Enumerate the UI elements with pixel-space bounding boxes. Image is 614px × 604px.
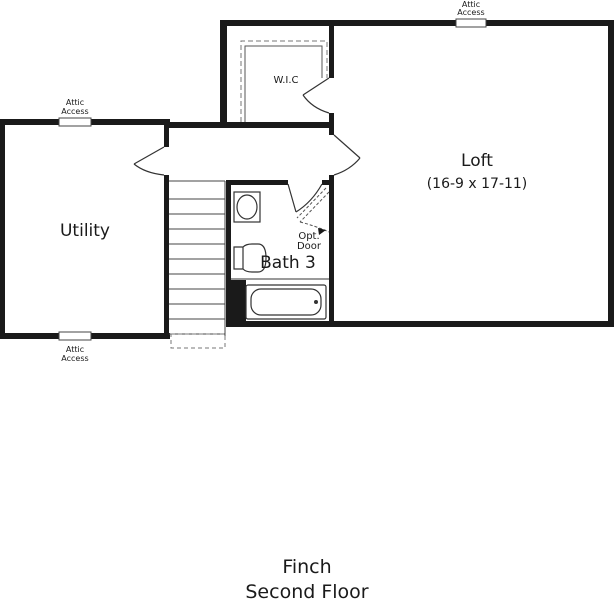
attic-mark-top	[455, 18, 487, 28]
stairs	[169, 180, 226, 340]
wic-door-leaf	[302, 77, 330, 96]
wall-hall-top	[165, 122, 334, 128]
attic-utility-bottom-line2: Access	[61, 354, 88, 363]
utility-door-leaf	[133, 146, 165, 165]
bath-door-leaf	[287, 183, 297, 213]
wall-bath-top	[226, 180, 288, 185]
sink-icon	[233, 191, 261, 223]
wall-bath-pier	[226, 280, 246, 327]
wall-loft-bottom	[329, 321, 614, 327]
wall-bath-bottom	[226, 321, 334, 327]
loft-dimensions: (16-9 x 17-11)	[427, 176, 528, 192]
wall-loft-right	[608, 20, 614, 327]
bath-door-swing	[295, 183, 323, 213]
tub-inner-icon	[250, 288, 322, 316]
loft-door-swing	[333, 157, 361, 176]
utility-label: Utility	[60, 221, 110, 241]
wall-utility-left	[0, 119, 5, 339]
bath-label: Bath 3	[260, 253, 316, 273]
wall-bath-left	[226, 180, 231, 326]
wic-shelf	[240, 40, 328, 122]
tub-drain-icon	[314, 300, 318, 304]
attic-top-line2: Access	[457, 8, 484, 17]
wall-wic-loft	[329, 20, 334, 78]
wall-wic-left	[220, 20, 227, 124]
attic-marks	[58, 18, 487, 341]
loft-label: Loft	[461, 151, 493, 171]
attic-mark-utility-bottom	[58, 331, 92, 341]
wic-door-swing	[302, 94, 330, 114]
tub-icon	[245, 284, 327, 320]
plan-name: Finch	[282, 556, 332, 578]
attic-utility-bottom-line1: Attic	[66, 345, 84, 354]
attic-utility-top-line2: Access	[61, 107, 88, 116]
walls	[0, 20, 614, 339]
opt-door-label-2: Door	[297, 241, 322, 252]
labels: Loft (16-9 x 17-11) Utility W.I.C Bath 3…	[60, 0, 527, 363]
opt-door-arrow	[318, 228, 326, 235]
stair-landing-dashed	[170, 333, 226, 349]
wall-loft-left-bottom	[329, 175, 334, 327]
wall-bath-top-right	[322, 180, 334, 185]
wic-shelf-solid	[244, 45, 323, 122]
wic-label: W.I.C	[273, 75, 298, 86]
optional-door	[296, 187, 330, 233]
loft-door-leaf	[333, 134, 361, 159]
attic-top-line1: Attic	[462, 0, 480, 9]
sink-basin-icon	[236, 194, 258, 220]
utility-door-swing	[133, 163, 165, 176]
attic-mark-utility-top	[58, 117, 92, 127]
toilet-icon	[233, 243, 267, 273]
wall-utility-right	[164, 125, 169, 147]
bath-fixtures	[233, 191, 327, 320]
doors	[133, 77, 361, 213]
wall-top-main	[220, 20, 614, 26]
opt-door-label-1: Opt.	[298, 231, 319, 242]
wall-utility-right-lower	[164, 175, 169, 339]
attic-utility-top-line1: Attic	[66, 98, 84, 107]
floor-name: Second Floor	[245, 581, 369, 603]
